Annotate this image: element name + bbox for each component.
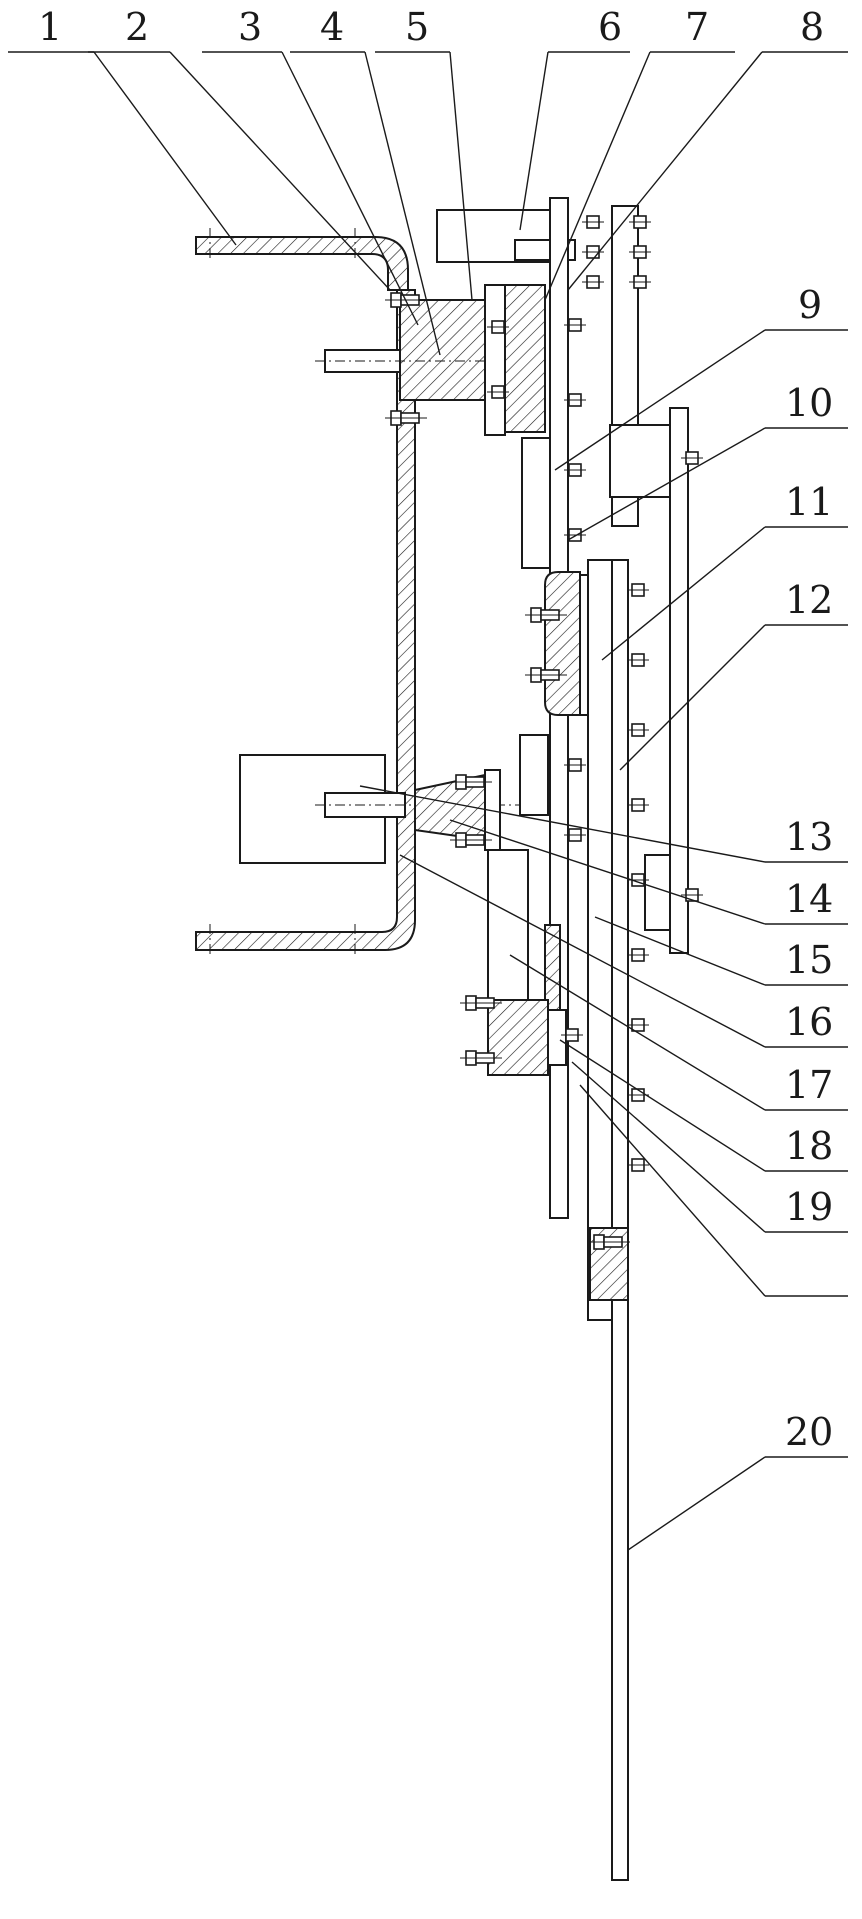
callout-17: 17 — [785, 1063, 833, 1107]
callout-leaders — [8, 51, 848, 1551]
callout-18: 18 — [785, 1124, 833, 1168]
callout-13: 13 — [785, 815, 833, 859]
callout-3: 3 — [238, 5, 262, 49]
callout-8: 8 — [800, 5, 824, 49]
part-10-side-bracket — [609, 407, 704, 954]
callout-9: 9 — [798, 283, 822, 327]
callout-19: 19 — [785, 1185, 833, 1229]
callout-numbers: 1 2 3 4 5 6 7 8 9 10 11 12 13 14 15 16 1… — [38, 5, 833, 1454]
callout-12: 12 — [785, 578, 833, 622]
upper-pivot-housing — [315, 299, 510, 401]
callout-7: 7 — [685, 5, 709, 49]
callout-14: 14 — [785, 877, 833, 921]
callout-5: 5 — [405, 5, 429, 49]
callout-10: 10 — [785, 381, 833, 425]
callout-6: 6 — [598, 5, 622, 49]
callout-15: 15 — [785, 938, 833, 982]
part-6-upper-motor — [436, 209, 576, 263]
callout-20: 20 — [785, 1410, 833, 1454]
callout-1: 1 — [38, 5, 62, 49]
part-5-flange-block — [484, 284, 546, 436]
callout-4: 4 — [320, 5, 344, 49]
part-13-lower-motor — [239, 754, 520, 864]
part-20-long-rod — [587, 559, 631, 1881]
part-18-19-lower-hinge — [459, 995, 584, 1076]
callout-2: 2 — [125, 5, 149, 49]
part-1-upper-bracket — [195, 228, 409, 291]
callout-16: 16 — [785, 1000, 833, 1044]
lower-pivot-assembly — [414, 734, 549, 851]
callout-11: 11 — [785, 480, 833, 524]
bracket-vertical-plate — [195, 289, 416, 958]
part-17-lower-link — [487, 849, 561, 1021]
